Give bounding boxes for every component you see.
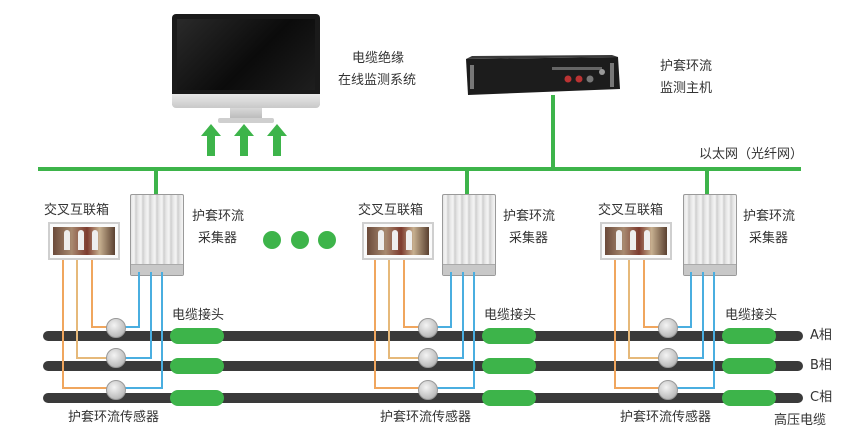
upload-arrow-icon (267, 124, 287, 156)
collector-wire (120, 272, 140, 328)
cable-joint (170, 328, 224, 344)
cable-joint (482, 390, 536, 406)
phase-c-label: C相 (810, 390, 833, 405)
collector-icon (442, 194, 496, 276)
monitor-chin (172, 94, 320, 108)
cable-joint (482, 328, 536, 344)
sensor-label: 护套环流传感器 (380, 410, 472, 425)
cable-joint (722, 390, 776, 406)
collector-label-line1: 护套环流 (192, 209, 245, 224)
crossbox-icon (362, 222, 434, 260)
crossbox-wire (614, 260, 665, 389)
phase-a-label: A相 (810, 328, 832, 343)
collector-wire (120, 272, 163, 389)
host-label-line1: 护套环流 (660, 59, 713, 74)
collector-wire (672, 272, 704, 359)
joint-label: 电缆接头 (172, 308, 225, 323)
sensor-icon (658, 348, 678, 368)
collector-label-line2: 采集器 (198, 231, 238, 246)
cable-joint (170, 390, 224, 406)
collector-wire (432, 272, 452, 328)
collector-wire (672, 272, 715, 389)
sensor-icon (658, 380, 678, 400)
system-label-line2: 在线监测系统 (338, 73, 417, 88)
crossbox-wire (403, 260, 425, 328)
sensor-icon (106, 318, 126, 338)
station1-uplink-line (154, 169, 158, 195)
crossbox-wire (374, 260, 425, 389)
cable-joint (722, 358, 776, 374)
collector-label-line1: 护套环流 (503, 209, 556, 224)
joint-label: 电缆接头 (484, 308, 537, 323)
monitor-foot (218, 118, 274, 123)
crossbox-wire (91, 260, 113, 328)
station3-uplink-line (705, 169, 709, 195)
sensor-label: 护套环流传感器 (620, 410, 712, 425)
station2-uplink-line (465, 169, 469, 195)
collector-wire (120, 272, 152, 359)
cable-label: 高压电缆 (774, 413, 827, 428)
ethernet-bus-line (38, 167, 801, 171)
collector-wire (432, 272, 464, 359)
sensor-icon (418, 318, 438, 338)
network-label: 以太网（光纤网） (699, 147, 804, 162)
collector-label-line2: 采集器 (509, 231, 549, 246)
crossbox-label: 交叉互联箱 (44, 203, 110, 218)
upload-arrow-icon (234, 124, 254, 156)
cable-joint (722, 328, 776, 344)
system-label-line1: 电缆绝缘 (352, 51, 405, 66)
joint-label: 电缆接头 (725, 308, 778, 323)
ellipsis-dot (263, 231, 281, 249)
rack-server-icon (466, 55, 620, 95)
collector-label-line2: 采集器 (749, 231, 789, 246)
host-label-line2: 监测主机 (660, 81, 713, 96)
upload-arrow-icon (201, 124, 221, 156)
monitor-frame (172, 14, 320, 107)
collector-wire (672, 272, 692, 328)
sensor-label: 护套环流传感器 (68, 410, 160, 425)
crossbox-wire (76, 260, 113, 359)
host-uplink-line (551, 95, 555, 169)
sensor-icon (658, 318, 678, 338)
collector-wire (432, 272, 475, 389)
ellipsis-dot (318, 231, 336, 249)
cable-joint (482, 358, 536, 374)
monitor-icon (172, 14, 320, 124)
collector-icon (683, 194, 737, 276)
cable-joint (170, 358, 224, 374)
crossbox-label: 交叉互联箱 (598, 203, 664, 218)
collector-label-line1: 护套环流 (743, 209, 796, 224)
crossbox-wire (62, 260, 113, 389)
sensor-icon (418, 348, 438, 368)
collector-icon (130, 194, 184, 276)
crossbox-label: 交叉互联箱 (358, 203, 424, 218)
sensor-icon (106, 348, 126, 368)
crossbox-wire (643, 260, 665, 328)
crossbox-wire (628, 260, 665, 359)
monitor-screen (177, 19, 315, 90)
phase-b-label: B相 (810, 358, 832, 373)
crossbox-icon (48, 222, 120, 260)
sensor-icon (418, 380, 438, 400)
ellipsis-dot (291, 231, 309, 249)
crossbox-icon (600, 222, 672, 260)
sensor-icon (106, 380, 126, 400)
monitor-stand (230, 108, 262, 118)
crossbox-wire (388, 260, 425, 359)
